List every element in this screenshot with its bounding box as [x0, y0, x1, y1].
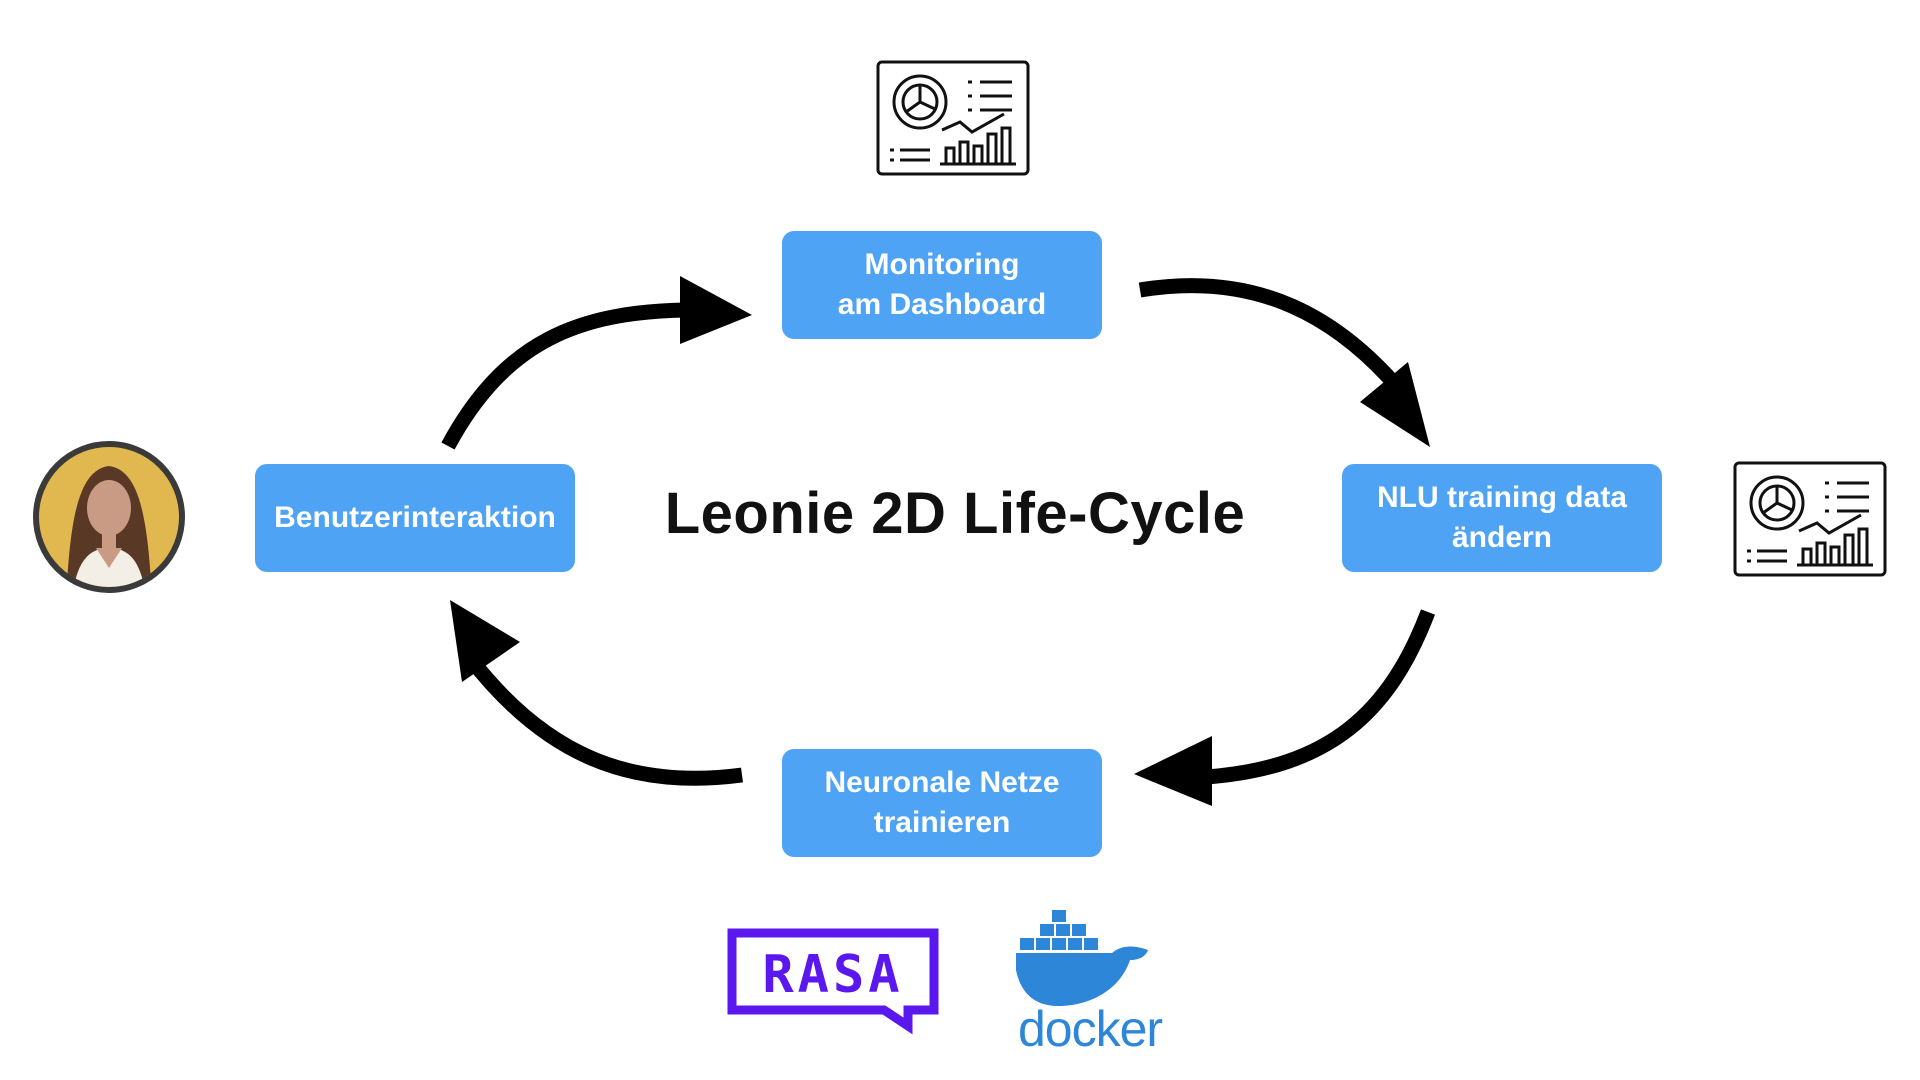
cycle-arrows: [441, 278, 1436, 786]
user-avatar: [33, 441, 185, 593]
arrowhead-3: [1134, 736, 1212, 806]
arrow-interaction-to-monitoring: [441, 302, 687, 450]
node-training-line2: trainieren: [873, 806, 1011, 839]
arrow-monitoring-to-nlu: [1138, 278, 1406, 395]
node-training-line1: Neuronale Netze: [824, 766, 1060, 799]
dashboard-icon: [876, 60, 1030, 176]
rasa-logo-text: RASA: [762, 945, 903, 1005]
arrow-nlu-to-training: [1205, 609, 1436, 785]
arrowhead-2: [1360, 362, 1430, 447]
diagram-title: Leonie 2D Life-Cycle: [664, 481, 1246, 546]
node-nlu-line2: ändern: [1451, 521, 1553, 554]
rasa-logo: RASA: [727, 928, 939, 1035]
arrowhead-1: [680, 276, 752, 344]
docker-logo-text: docker: [1017, 1001, 1163, 1057]
node-monitoring-line1: Monitoring: [864, 248, 1020, 281]
arrow-heads: [450, 276, 1430, 806]
arrow-training-to-interaction: [464, 653, 743, 786]
node-nlu-training-data: NLU training data ändern: [1342, 464, 1662, 572]
dashboard-icon: [1733, 461, 1887, 577]
node-monitoring: Monitoring am Dashboard: [782, 231, 1102, 339]
arrowhead-4: [450, 600, 520, 682]
node-nlu-line1: NLU training data: [1376, 481, 1627, 514]
node-user-interaction: Benutzerinteraktion: [255, 464, 575, 572]
node-monitoring-line2: am Dashboard: [837, 288, 1047, 321]
node-neural-training: Neuronale Netze trainieren: [782, 749, 1102, 857]
docker-logo: [1016, 910, 1148, 1006]
node-interaction-line1: Benutzerinteraktion: [274, 501, 556, 534]
